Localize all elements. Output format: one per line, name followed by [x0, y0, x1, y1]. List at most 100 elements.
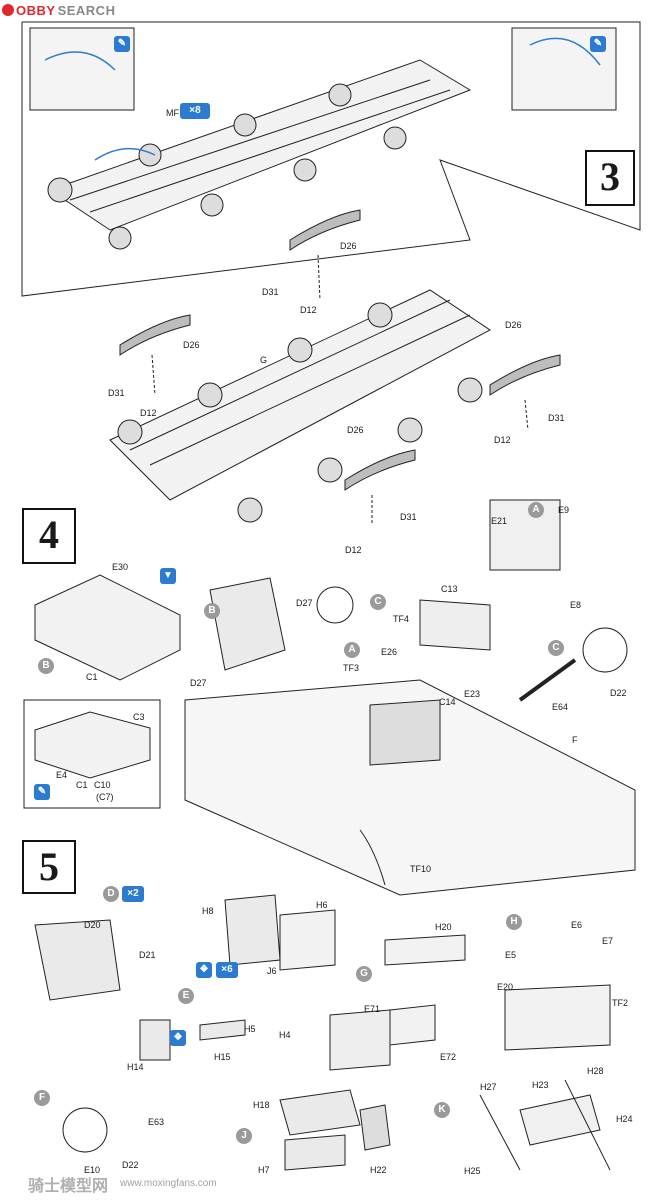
- watermark-search: SEARCH: [57, 2, 116, 18]
- part-label: C10: [94, 780, 111, 790]
- part-label: H4: [279, 1030, 291, 1040]
- part-label: E9: [558, 505, 570, 515]
- part-label: D20: [84, 920, 101, 930]
- subassembly-H-marker: H: [506, 914, 522, 930]
- engine-cover: [209, 577, 286, 671]
- subassembly-A-marker: A: [528, 502, 544, 518]
- multiply-icon: ×8: [180, 103, 210, 119]
- paint-icon: ✎: [34, 784, 50, 800]
- part-label: E6: [571, 920, 583, 930]
- part-label: E7: [602, 936, 614, 946]
- part-label: D31: [108, 388, 125, 398]
- part-label: D27: [296, 598, 313, 608]
- step-number-5: 5: [22, 840, 76, 894]
- subassembly-B-marker: B: [204, 603, 220, 619]
- part-label: H15: [214, 1052, 231, 1062]
- part-label: H5: [244, 1024, 256, 1034]
- subassembly-C-marker: C: [370, 594, 386, 610]
- photo-etch-icon: ❖: [170, 1030, 186, 1046]
- part-label: H18: [253, 1100, 270, 1110]
- subassembly-C-marker: C: [548, 640, 564, 656]
- part-label: E5: [505, 950, 517, 960]
- hobbysearch-logo: OBBY SEARCH: [2, 2, 115, 18]
- part-label: H8: [202, 906, 214, 916]
- part-label: C3: [133, 712, 145, 722]
- paint-icon: ✎: [590, 36, 606, 52]
- part-label: D22: [610, 688, 627, 698]
- multiply-icon: ×2: [122, 886, 144, 902]
- part-label: C14: [439, 697, 456, 707]
- part-label: H6: [316, 900, 328, 910]
- part-label: E64: [552, 702, 569, 712]
- part-label: D31: [548, 413, 565, 423]
- subassembly-K-marker: K: [434, 1102, 450, 1118]
- logo-icon: [2, 4, 14, 16]
- cement-icon: ▼: [160, 568, 176, 584]
- part-label: D31: [262, 287, 279, 297]
- part-label: TF3: [343, 663, 360, 673]
- part-label: H14: [127, 1062, 144, 1072]
- part-label: J6: [267, 966, 277, 976]
- mf-count: 8: [195, 105, 201, 116]
- part-label: H25: [464, 1166, 481, 1176]
- part-label: H27: [480, 1082, 497, 1092]
- part-label: H22: [370, 1165, 387, 1175]
- part-label: E72: [440, 1052, 457, 1062]
- part-label: TF2: [612, 998, 629, 1008]
- part-label: F: [572, 735, 578, 745]
- step3-frame: [21, 21, 641, 297]
- subassembly-G-marker: G: [356, 966, 372, 982]
- hull-floor: [184, 679, 636, 896]
- part-label: H20: [435, 922, 452, 932]
- part-label: MF: [166, 108, 179, 118]
- part-label: D12: [345, 545, 362, 555]
- part-label: D26: [183, 340, 200, 350]
- subassembly-E-marker: E: [178, 988, 194, 1004]
- part-label: D26: [505, 320, 522, 330]
- multiply-icon: ×6: [216, 962, 238, 978]
- part-label: E8: [570, 600, 582, 610]
- part-label: D26: [347, 425, 364, 435]
- part-label: D12: [300, 305, 317, 315]
- part-label: C1: [76, 780, 88, 790]
- step-number-3: 3: [585, 150, 635, 206]
- part-label: D27: [190, 678, 207, 688]
- seat-part: [34, 919, 121, 1001]
- part-label: C13: [441, 584, 458, 594]
- d-count: 2: [133, 888, 139, 899]
- part-label: D21: [139, 950, 156, 960]
- paint-icon: ✎: [114, 36, 130, 52]
- part-label: TF4: [393, 614, 410, 624]
- part-label: H24: [616, 1114, 633, 1124]
- footer-watermark-url: www.moxingfans.com: [120, 1178, 217, 1189]
- footer-watermark-cn: 骑士模型网: [28, 1176, 109, 1195]
- part-label: TF10: [410, 864, 432, 874]
- part-label: G: [260, 355, 268, 365]
- part-label: E20: [497, 982, 514, 992]
- part-label: D12: [494, 435, 511, 445]
- part-label: D22: [122, 1160, 139, 1170]
- part-label: H23: [532, 1080, 549, 1090]
- part-label: D26: [340, 241, 357, 251]
- part-label: H28: [587, 1066, 604, 1076]
- part-label: E63: [148, 1117, 165, 1127]
- part-label: E21: [491, 516, 508, 526]
- chassis-top: [48, 59, 472, 231]
- subassembly-A-marker: A: [344, 642, 360, 658]
- subassembly-D-marker: D: [103, 886, 119, 902]
- subassembly-F-marker: F: [34, 1090, 50, 1106]
- part-label: E26: [381, 647, 398, 657]
- j-count: 6: [227, 964, 233, 975]
- subassembly-J-marker: J: [236, 1128, 252, 1144]
- step-number-4: 4: [22, 508, 76, 564]
- part-label: D31: [400, 512, 417, 522]
- part-label: C1: [86, 672, 98, 682]
- subassembly-B-marker: B: [38, 658, 54, 674]
- part-label: E30: [112, 562, 129, 572]
- part-label: H7: [258, 1165, 270, 1175]
- part-label: E23: [464, 689, 481, 699]
- part-label: D12: [140, 408, 157, 418]
- photo-etch-icon: ❖: [196, 962, 212, 978]
